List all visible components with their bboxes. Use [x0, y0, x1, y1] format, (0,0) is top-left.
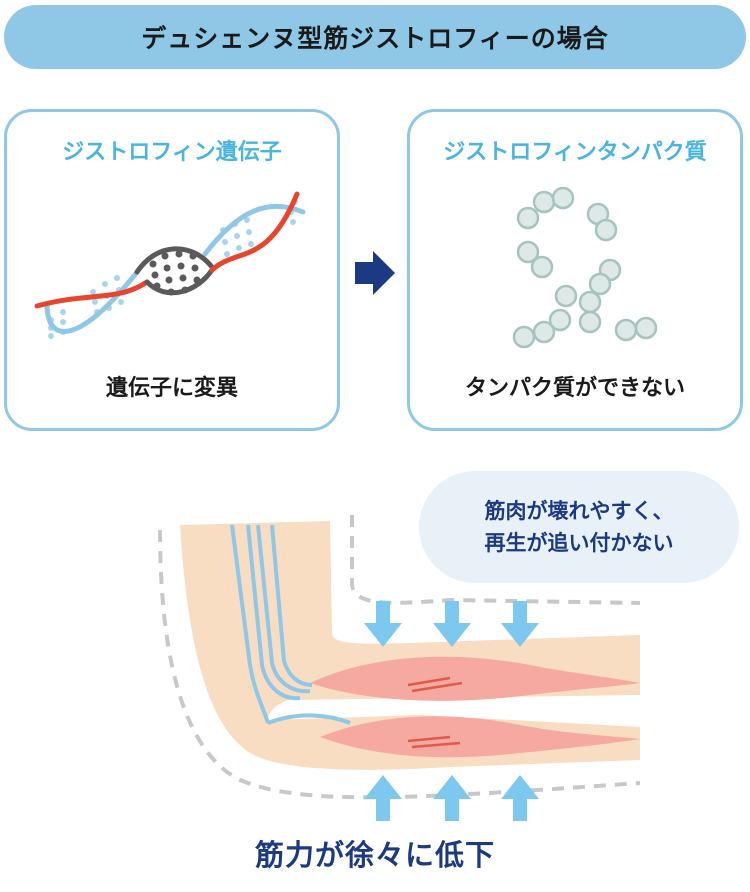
protein-beads-icon: [512, 186, 658, 349]
muscle-note-bubble: 筋肉が壊れやすく、 再生が追い付かない: [419, 471, 739, 583]
down-arrow-icon: [364, 601, 539, 647]
bottom-caption: 筋力が徐々に低下: [254, 838, 495, 872]
page-title: デュシェンヌ型筋ジストロフィーの場合: [141, 24, 609, 53]
protein-card-caption: タンパク質ができない: [464, 376, 685, 401]
dna-helix-icon: [34, 191, 306, 339]
gene-card-heading: ジストロフィン遺伝子: [62, 140, 282, 165]
bubble-line-2: 再生が追い付かない: [484, 531, 674, 555]
gene-card-caption: 遺伝子に変異: [105, 376, 238, 401]
title-banner: デュシェンヌ型筋ジストロフィーの場合: [4, 5, 746, 69]
protein-card: ジストロフィンタンパク質 タンパク質ができない: [407, 109, 743, 431]
protein-card-heading: ジストロフィンタンパク質: [443, 140, 707, 165]
bubble-line-1: 筋肉が壊れやすく、: [484, 499, 674, 523]
arm-muscle-icon: [158, 515, 641, 821]
up-arrow-icon: [364, 775, 539, 821]
arrow-right-icon: [355, 251, 395, 295]
gene-card: ジストロフィン遺伝子 遺伝子に変異: [4, 109, 340, 431]
